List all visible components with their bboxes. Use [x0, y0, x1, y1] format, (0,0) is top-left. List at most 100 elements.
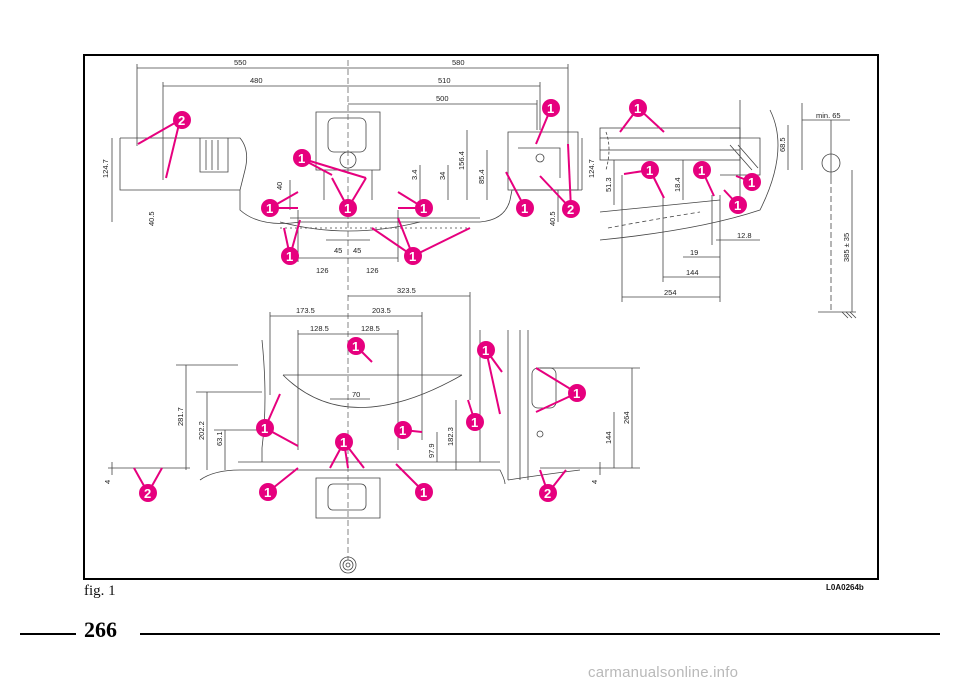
top-view-callouts: 2 1 1 1 1 1 1 1 1 2	[173, 99, 580, 265]
dim-385-35: 385 ± 35	[842, 233, 851, 262]
svg-text:1: 1	[748, 175, 755, 190]
callout-badge: 1	[261, 199, 279, 217]
svg-text:1: 1	[482, 343, 489, 358]
dim-12-8: 12.8	[737, 231, 752, 240]
svg-text:2: 2	[178, 113, 185, 128]
side-view-drawing	[599, 100, 857, 319]
dim-550: 550	[234, 58, 247, 67]
dim-182-3: 182.3	[446, 427, 455, 446]
callout-badge: 1	[693, 161, 711, 179]
dim-3-4: 3.4	[410, 170, 419, 180]
dim-124-7-left: 124.7	[101, 159, 110, 178]
page-rule-right	[140, 633, 940, 635]
callout-badge: 1	[335, 433, 353, 451]
dim-124-7-right: 124.7	[587, 159, 596, 178]
dim-45-left: 45	[334, 246, 342, 255]
svg-text:1: 1	[266, 201, 273, 216]
dim-500: 500	[436, 94, 449, 103]
dim-264: 264	[622, 411, 631, 424]
dim-85-4: 85.4	[477, 169, 486, 184]
figure-ref-code: L0A0264b	[826, 583, 864, 592]
svg-text:1: 1	[261, 421, 268, 436]
dim-144-side: 144	[686, 268, 699, 277]
dim-510: 510	[438, 76, 451, 85]
dim-70: 70	[352, 390, 360, 399]
dim-97-9: 97.9	[427, 443, 436, 458]
dim-128-5-right: 128.5	[361, 324, 380, 333]
svg-text:1: 1	[573, 386, 580, 401]
dim-580: 580	[452, 58, 465, 67]
top-view-dimensions: 550 580 480 510 500 124.7 40.5 40 3.4 34…	[101, 58, 596, 275]
side-view-callouts: 1 1 1 1 1	[629, 99, 761, 214]
dim-40-5-right: 40.5	[548, 211, 557, 226]
callout-badge: 1	[394, 421, 412, 439]
callout-badge: 1	[641, 161, 659, 179]
callout-badge: 1	[256, 419, 274, 437]
callout-badge: 1	[516, 199, 534, 217]
dim-254: 254	[664, 288, 677, 297]
callout-badge: 1	[347, 337, 365, 355]
dim-480: 480	[250, 76, 263, 85]
svg-text:1: 1	[344, 201, 351, 216]
svg-text:1: 1	[734, 198, 741, 213]
dim-281-7: 281.7	[176, 407, 185, 426]
svg-text:1: 1	[420, 485, 427, 500]
callout-badge: 1	[415, 483, 433, 501]
figure-caption: fig. 1	[84, 583, 116, 599]
svg-text:1: 1	[352, 339, 359, 354]
svg-text:1: 1	[471, 415, 478, 430]
figure-frame	[83, 54, 879, 580]
dim-126-left: 126	[316, 266, 329, 275]
callout-badge: 2	[562, 200, 580, 218]
svg-text:1: 1	[264, 485, 271, 500]
dim-173-5: 173.5	[296, 306, 315, 315]
svg-text:2: 2	[144, 486, 151, 501]
bottom-view-dimensions: 323.5 173.5 203.5 128.5 128.5 70 281.7 2…	[103, 286, 631, 484]
callout-badge: 1	[542, 99, 560, 117]
callout-badge: 1	[743, 173, 761, 191]
callout-badge: 2	[539, 484, 557, 502]
dim-156-4: 156.4	[457, 151, 466, 170]
svg-text:1: 1	[646, 163, 653, 178]
callout-badge: 1	[466, 413, 484, 431]
callout-badge: 1	[339, 199, 357, 217]
dim-40: 40	[275, 182, 284, 190]
svg-text:1: 1	[547, 101, 554, 116]
svg-text:2: 2	[567, 202, 574, 217]
dim-4-left: 4	[103, 480, 112, 484]
callout-badge: 1	[281, 247, 299, 265]
callout-leaders	[133, 107, 753, 494]
svg-text:1: 1	[409, 249, 416, 264]
dim-203-5: 203.5	[372, 306, 391, 315]
dim-51-3: 51.3	[604, 177, 613, 192]
page-rule-left	[20, 633, 76, 635]
watermark-text: carmanualsonline.info	[588, 664, 739, 681]
page-number: 266	[84, 617, 117, 642]
svg-text:1: 1	[420, 201, 427, 216]
dim-126-right: 126	[366, 266, 379, 275]
svg-text:1: 1	[286, 249, 293, 264]
dim-min-65: min. 65	[816, 111, 841, 120]
dim-128-5-left: 128.5	[310, 324, 329, 333]
dim-18-4: 18.4	[673, 177, 682, 192]
callout-badge: 1	[415, 199, 433, 217]
svg-text:2: 2	[544, 486, 551, 501]
dim-144-bottom: 144	[604, 431, 613, 444]
dim-68-5: 68.5	[778, 137, 787, 152]
dim-45-right: 45	[353, 246, 361, 255]
callout-badge: 1	[477, 341, 495, 359]
svg-text:1: 1	[521, 201, 528, 216]
svg-text:1: 1	[634, 101, 641, 116]
bottom-view-callouts: 1 1 1 1 1 1 2 1 1 1 2	[139, 337, 586, 502]
bottom-view-drawing	[108, 292, 640, 574]
callout-badge: 1	[404, 247, 422, 265]
dim-202-2: 202.2	[197, 421, 206, 440]
callout-badge: 2	[173, 111, 191, 129]
dim-40-5-left: 40.5	[147, 211, 156, 226]
callout-badge: 2	[139, 484, 157, 502]
top-view-drawing	[111, 60, 583, 290]
svg-text:1: 1	[298, 151, 305, 166]
callout-badge: 1	[568, 384, 586, 402]
callout-badge: 1	[729, 196, 747, 214]
